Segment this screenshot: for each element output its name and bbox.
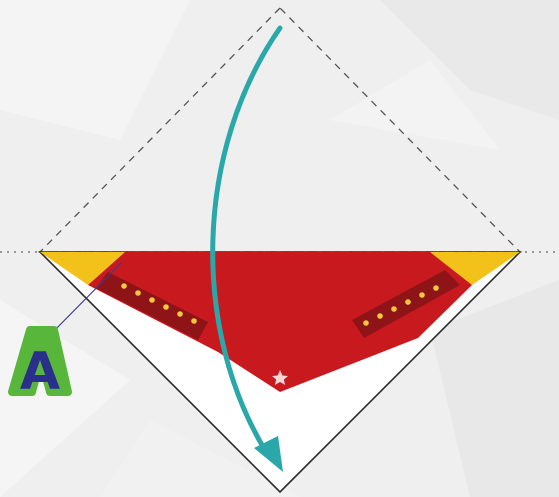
step-label: A	[20, 342, 60, 402]
